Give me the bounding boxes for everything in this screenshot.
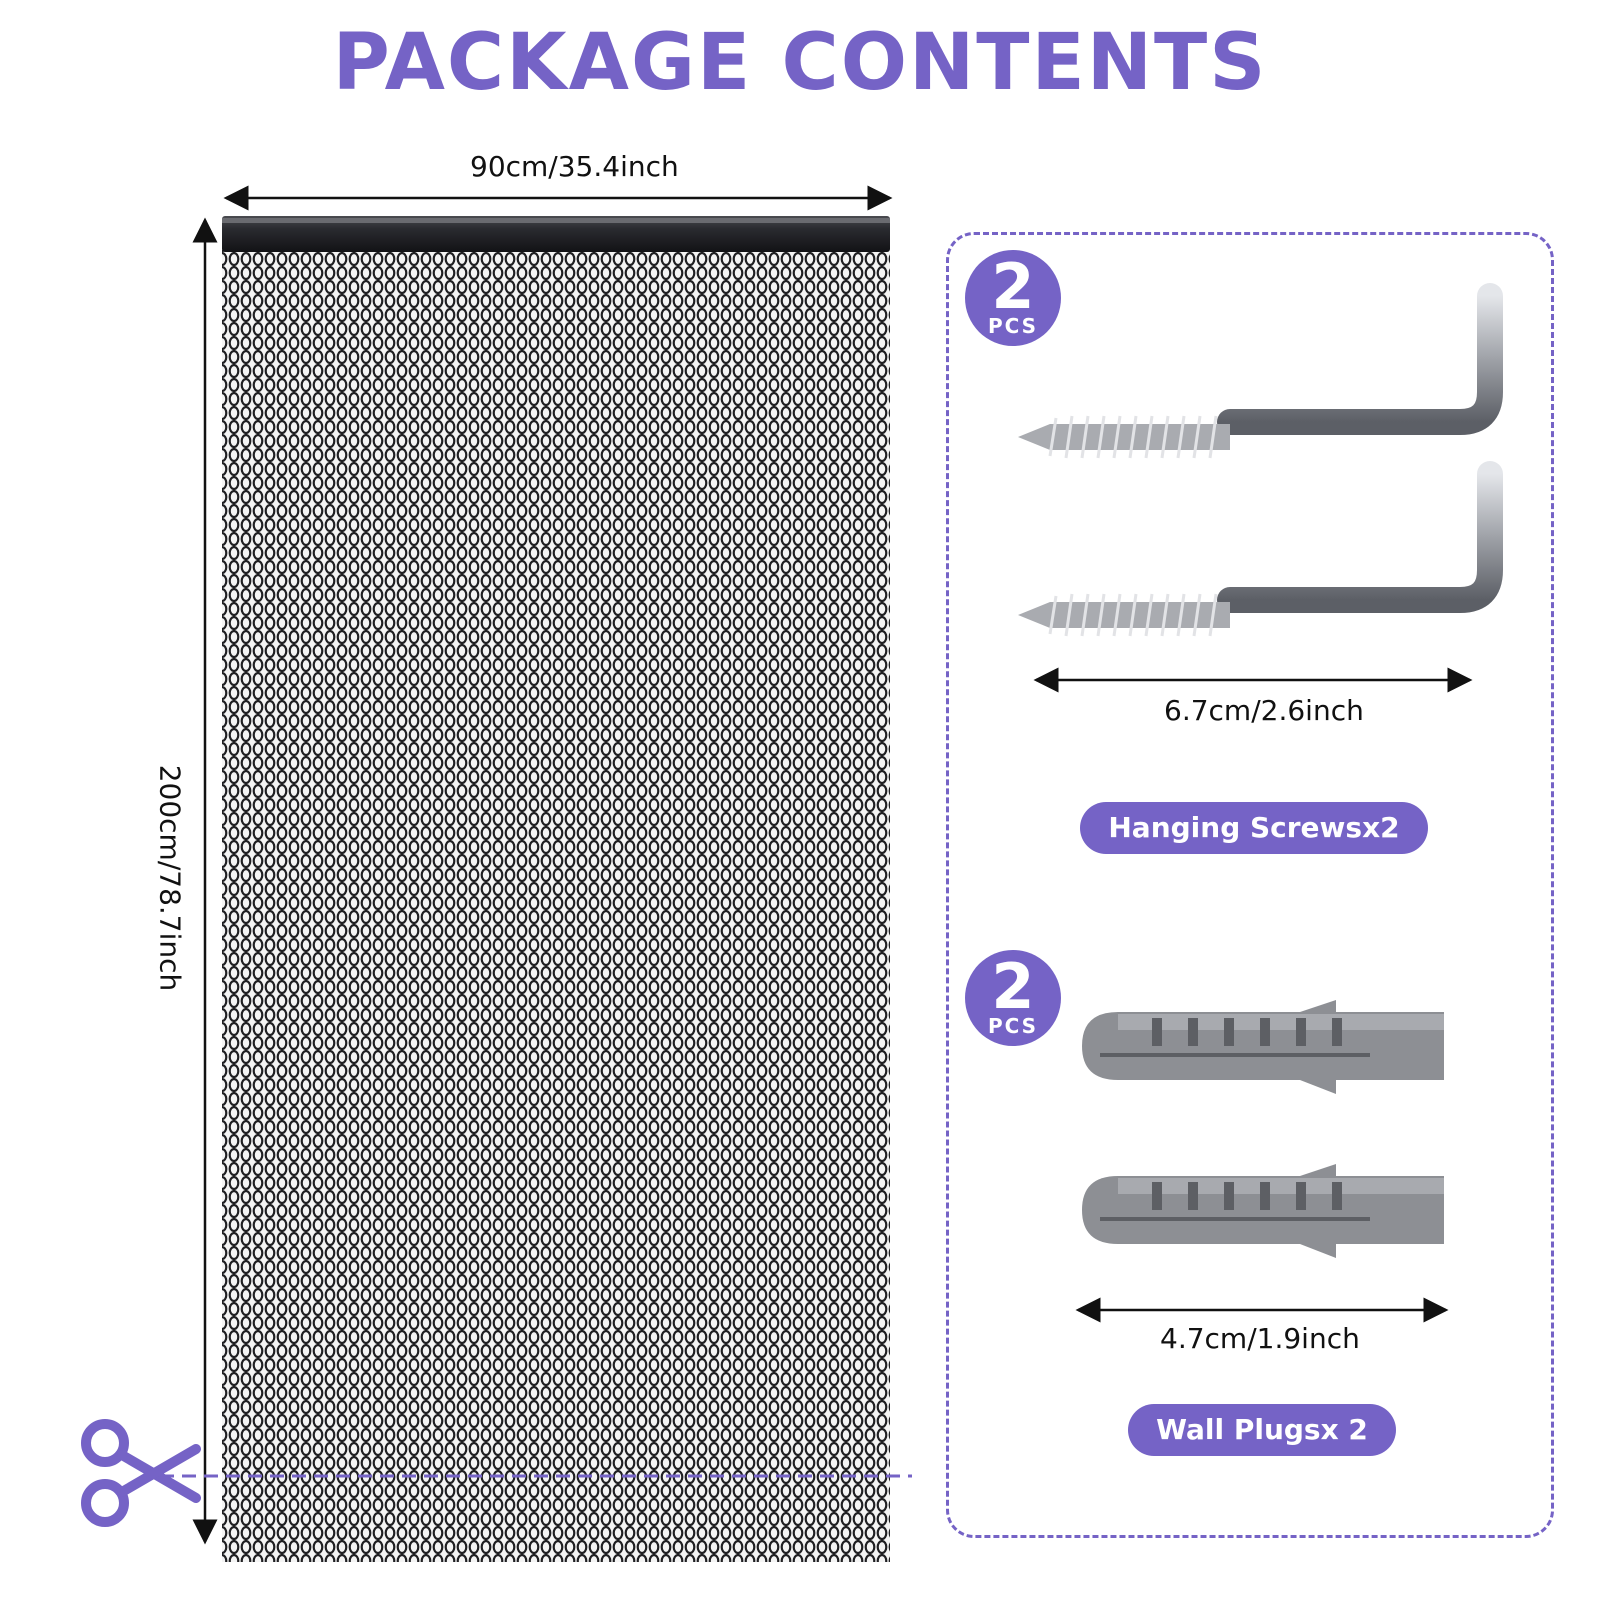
plugs-count-badge: 2 PCS	[965, 950, 1061, 1046]
plugs-count-unit: PCS	[987, 1014, 1039, 1038]
hanging-screw	[1018, 283, 1503, 459]
curtain-width-label: 90cm/35.4inch	[470, 150, 679, 183]
screws-count-badge: 2 PCS	[965, 250, 1061, 346]
hanging-screw	[1018, 461, 1503, 637]
accessories-panel	[946, 232, 1554, 1538]
wall-plug	[1082, 1164, 1444, 1258]
plugs-length-label: 4.7cm/1.9inch	[1160, 1322, 1360, 1355]
screws-length-label: 6.7cm/2.6inch	[1164, 694, 1364, 727]
curtain-rail	[222, 216, 890, 252]
screws-name-badge: Hanging Screwsx2	[1080, 802, 1428, 854]
screws-count-unit: PCS	[987, 314, 1039, 338]
page-title: PACKAGE CONTENTS	[332, 18, 1268, 108]
curtain-chains	[222, 250, 890, 1562]
plugs-name-badge: Wall Plugsx 2	[1128, 1404, 1396, 1456]
plugs-count: 2	[991, 950, 1035, 1023]
wall-plug	[1082, 1000, 1444, 1094]
screws-count: 2	[991, 250, 1035, 323]
